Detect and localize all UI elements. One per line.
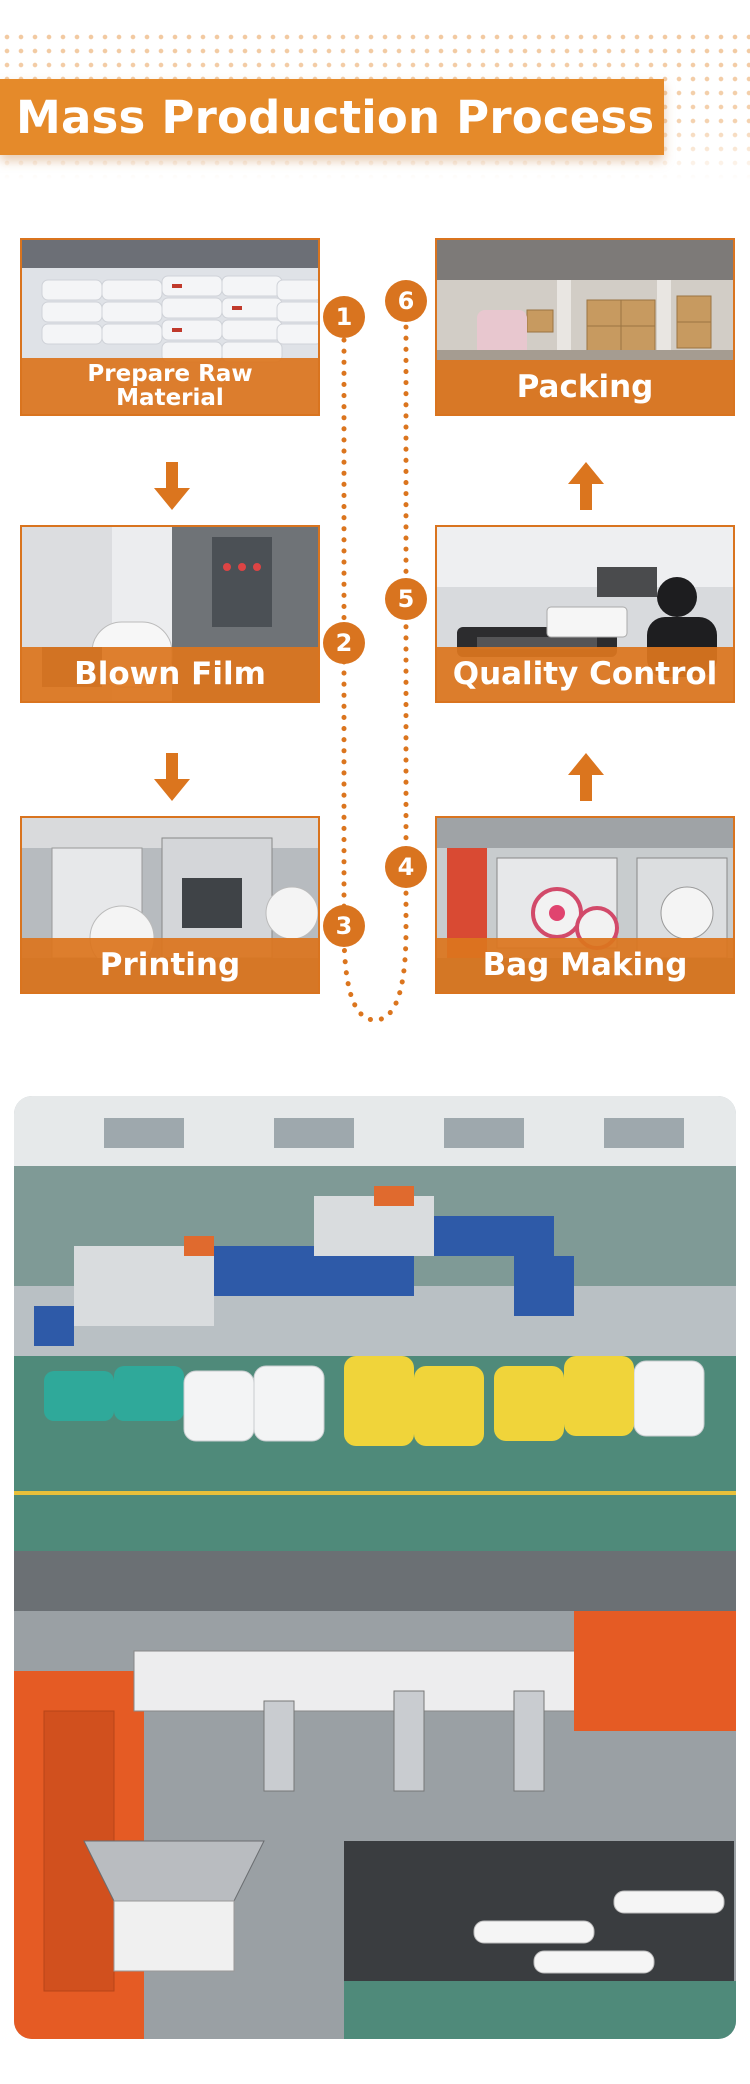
bag-machine-closeup-photo [14, 1551, 736, 2039]
step-packing: Packing [435, 238, 735, 416]
step-printing: Printing [20, 816, 320, 994]
step-number-badge: 2 [323, 622, 365, 664]
step-quality-control: Quality Control [435, 525, 735, 703]
step-label: Quality Control [437, 647, 733, 701]
title-banner: Mass Production Process [0, 79, 664, 155]
arrow-up-icon [568, 462, 604, 510]
factory-floor-photo [14, 1096, 736, 1551]
step-prepare-raw-material: Prepare Raw Material [20, 238, 320, 416]
step-number-badge: 3 [323, 905, 365, 947]
step-label: Bag Making [437, 938, 733, 992]
step-number-badge: 6 [385, 280, 427, 322]
step-label: Packing [437, 360, 733, 414]
process-path [341, 297, 409, 1023]
step-label: Prepare Raw Material [22, 358, 318, 414]
arrow-down-icon [154, 462, 190, 510]
arrow-down-icon [154, 753, 190, 801]
step-bag-making: Bag Making [435, 816, 735, 994]
step-label: Blown Film [22, 647, 318, 701]
step-number-badge: 5 [385, 578, 427, 620]
step-label: Printing [22, 938, 318, 992]
step-number-badge: 4 [385, 846, 427, 888]
arrow-up-icon [568, 753, 604, 801]
page-title: Mass Production Process [16, 90, 655, 144]
step-number-badge: 1 [323, 296, 365, 338]
step-blown-film: Blown Film [20, 525, 320, 703]
